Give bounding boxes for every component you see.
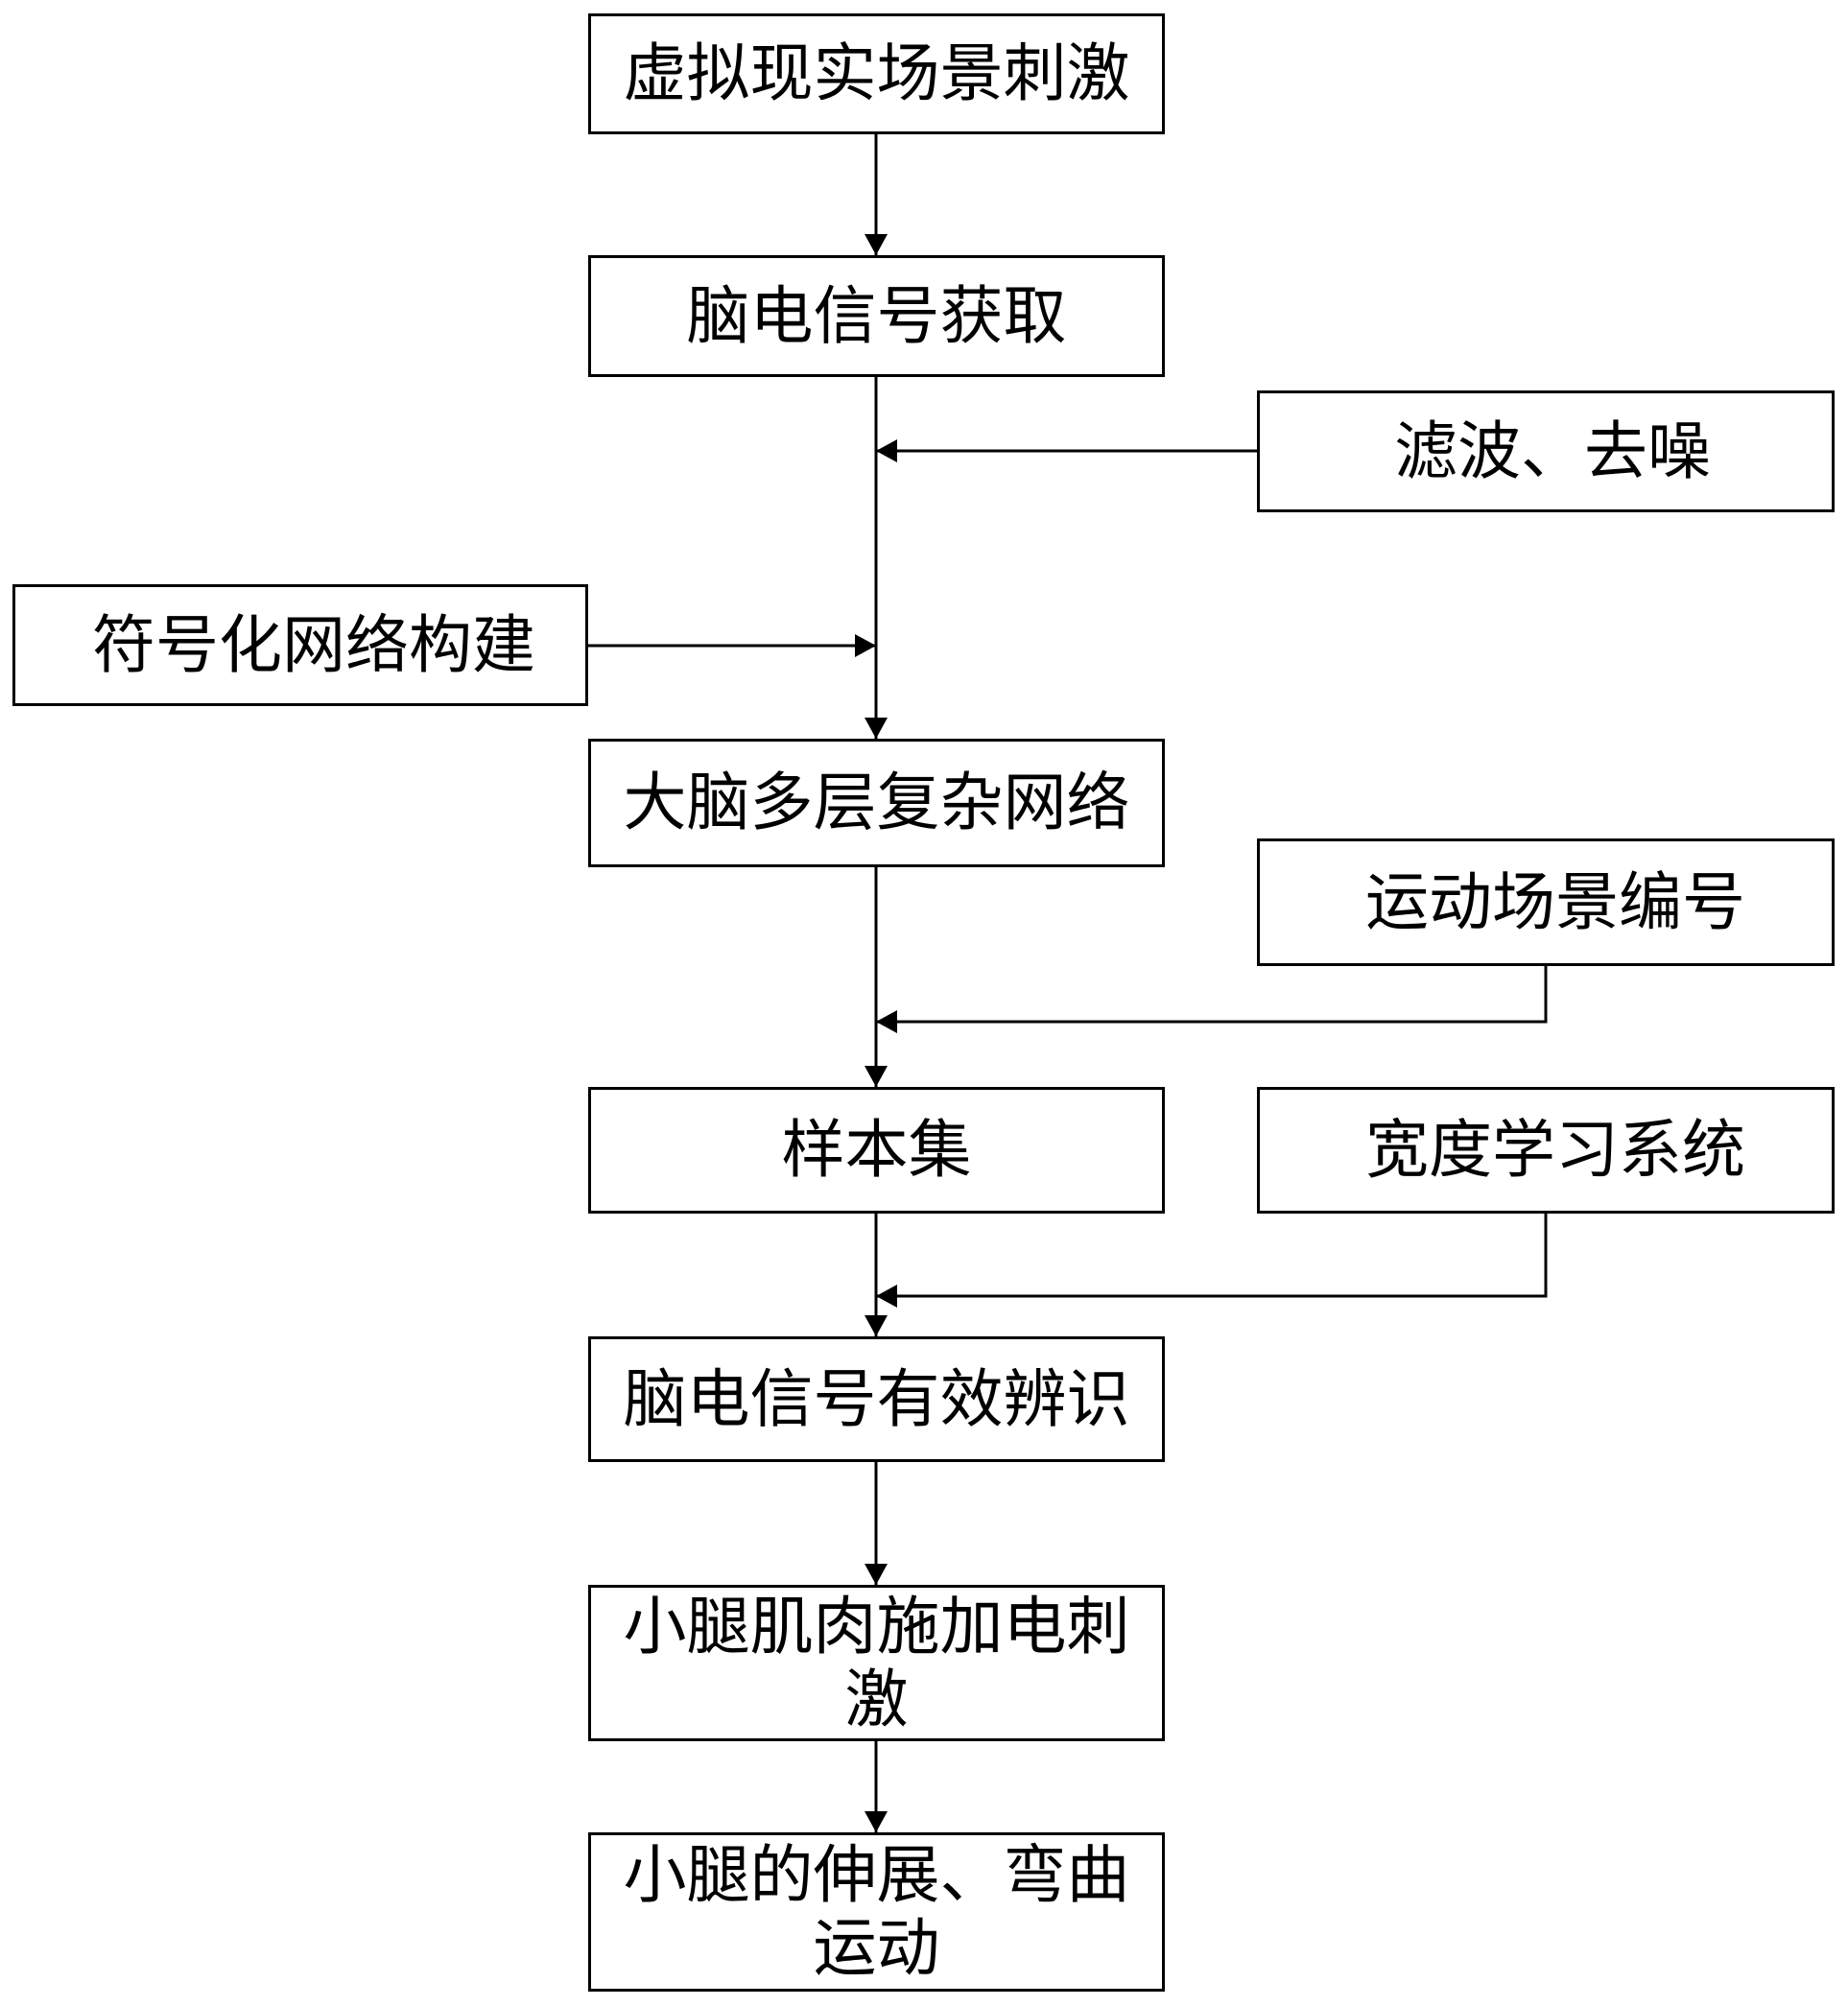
node-filter-denoise: 滤波、去噪 bbox=[1257, 390, 1835, 512]
node-symbolic-network-label: 符号化网络构建 bbox=[92, 607, 535, 682]
arrowhead-vr-eeg bbox=[865, 234, 888, 255]
node-broad-learning: 宽度学习系统 bbox=[1257, 1087, 1835, 1214]
node-vr-stimulus: 虚拟现实场景刺激 bbox=[588, 13, 1165, 134]
node-symbolic-network: 符号化网络构建 bbox=[12, 584, 588, 706]
node-sample-set: 样本集 bbox=[588, 1087, 1165, 1214]
node-broad-learning-label: 宽度学习系统 bbox=[1365, 1113, 1745, 1188]
node-sample-set-label: 样本集 bbox=[781, 1113, 972, 1188]
arrowhead-to-brain bbox=[865, 718, 888, 739]
arrowhead-to-recog bbox=[865, 1315, 888, 1336]
arrowhead-to-move bbox=[865, 1811, 888, 1832]
line-width-to-main bbox=[876, 1214, 1548, 1298]
arrowhead-motion bbox=[876, 1010, 897, 1033]
line-motion-to-main bbox=[876, 966, 1548, 1024]
node-eeg-recognition: 脑电信号有效辨识 bbox=[588, 1336, 1165, 1462]
node-calf-stimulation-label: 小腿肌肉施加电刺激 bbox=[623, 1589, 1130, 1736]
arrowhead-filter bbox=[876, 439, 897, 462]
arrowhead-width bbox=[876, 1285, 897, 1308]
node-motion-scene-coding-label: 运动场景编号 bbox=[1365, 864, 1745, 939]
node-calf-stimulation: 小腿肌肉施加电刺激 bbox=[588, 1585, 1165, 1741]
node-eeg-recognition-label: 脑电信号有效辨识 bbox=[623, 1361, 1130, 1436]
node-brain-network-label: 大脑多层复杂网络 bbox=[623, 766, 1130, 840]
arrowhead-symbol bbox=[855, 634, 876, 657]
node-motion-scene-coding: 运动场景编号 bbox=[1257, 838, 1835, 966]
node-vr-stimulus-label: 虚拟现实场景刺激 bbox=[623, 36, 1130, 111]
node-calf-motion-label: 小腿的伸展、弯曲运动 bbox=[623, 1838, 1130, 1985]
node-eeg-acquisition: 脑电信号获取 bbox=[588, 255, 1165, 377]
node-eeg-acquisition-label: 脑电信号获取 bbox=[686, 278, 1067, 353]
arrowhead-to-stim bbox=[865, 1564, 888, 1585]
node-filter-denoise-label: 滤波、去噪 bbox=[1394, 413, 1711, 488]
node-calf-motion: 小腿的伸展、弯曲运动 bbox=[588, 1832, 1165, 1992]
arrowhead-to-sample bbox=[865, 1066, 888, 1087]
node-brain-network: 大脑多层复杂网络 bbox=[588, 739, 1165, 867]
